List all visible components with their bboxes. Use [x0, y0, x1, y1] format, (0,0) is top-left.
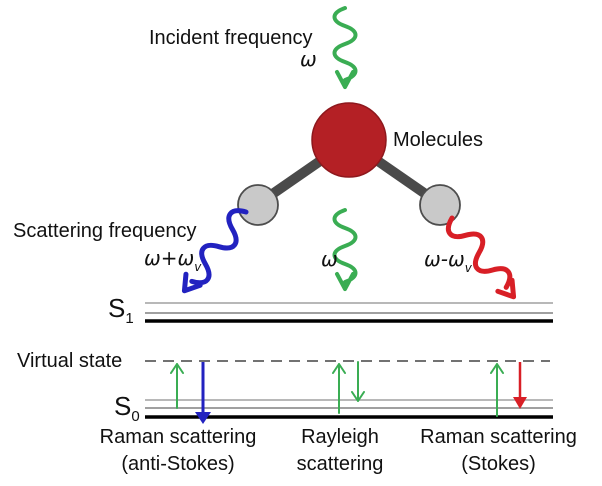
anti-stokes-emission-arrow-head: [195, 412, 211, 424]
s0-level-label: S0: [114, 392, 140, 426]
anti-stokes-frequency-symbol: ω+ωv: [144, 247, 201, 274]
atom-left: [237, 184, 279, 226]
atom-right: [419, 184, 461, 226]
stokes-frequency-symbol: ω-ωv: [424, 248, 472, 275]
stokes-wavy-arrow: [446, 215, 517, 300]
s0-sub: 0: [131, 408, 140, 425]
virtual-state-label: Virtual state: [17, 350, 123, 372]
s1-level-label: S1: [108, 294, 134, 328]
anti-stokes-frequency-sub: v: [194, 260, 202, 274]
stokes-frequency-main: ω-ω: [424, 247, 465, 271]
process-rayleigh-line1: Rayleigh: [301, 426, 379, 448]
s1-main: S: [108, 293, 126, 323]
process-anti-stokes-line2: (anti-Stokes): [121, 453, 235, 475]
process-stokes-line1: Raman scattering: [420, 426, 577, 448]
process-label-anti-stokes: Raman scattering (anti-Stokes): [90, 424, 266, 478]
process-label-stokes: Raman scattering (Stokes): [410, 424, 587, 478]
rayleigh-frequency-symbol: ω: [321, 247, 338, 271]
molecules-label: Molecules: [393, 129, 484, 151]
process-stokes-line2: (Stokes): [461, 453, 536, 475]
process-rayleigh-line2: scattering: [296, 453, 384, 475]
anti-stokes-frequency-main: ω+ω: [144, 246, 195, 270]
atom-central: [311, 102, 387, 178]
anti-stokes-excitation-arrow: [170, 363, 184, 409]
stokes-emission-arrow-head: [513, 397, 527, 409]
incident-frequency-label: Incident frequency: [149, 27, 313, 49]
process-label-rayleigh: Rayleigh scattering: [284, 424, 396, 478]
rayleigh-wavy-arrow: [332, 208, 358, 291]
rayleigh-excitation-arrow: [332, 363, 346, 414]
incident-photon-wavy-arrow: [332, 6, 358, 89]
stokes-frequency-sub: v: [464, 261, 472, 275]
rayleigh-emission-arrow: [351, 361, 365, 402]
incident-omega-symbol: ω: [300, 47, 317, 71]
s1-sub: 1: [125, 310, 134, 327]
anti-stokes-wavy-arrow: [181, 208, 249, 294]
process-anti-stokes-line1: Raman scattering: [99, 426, 257, 448]
stokes-excitation-arrow: [490, 363, 504, 417]
scattering-frequency-label: Scattering frequency: [13, 220, 197, 242]
s0-main: S: [114, 391, 132, 421]
